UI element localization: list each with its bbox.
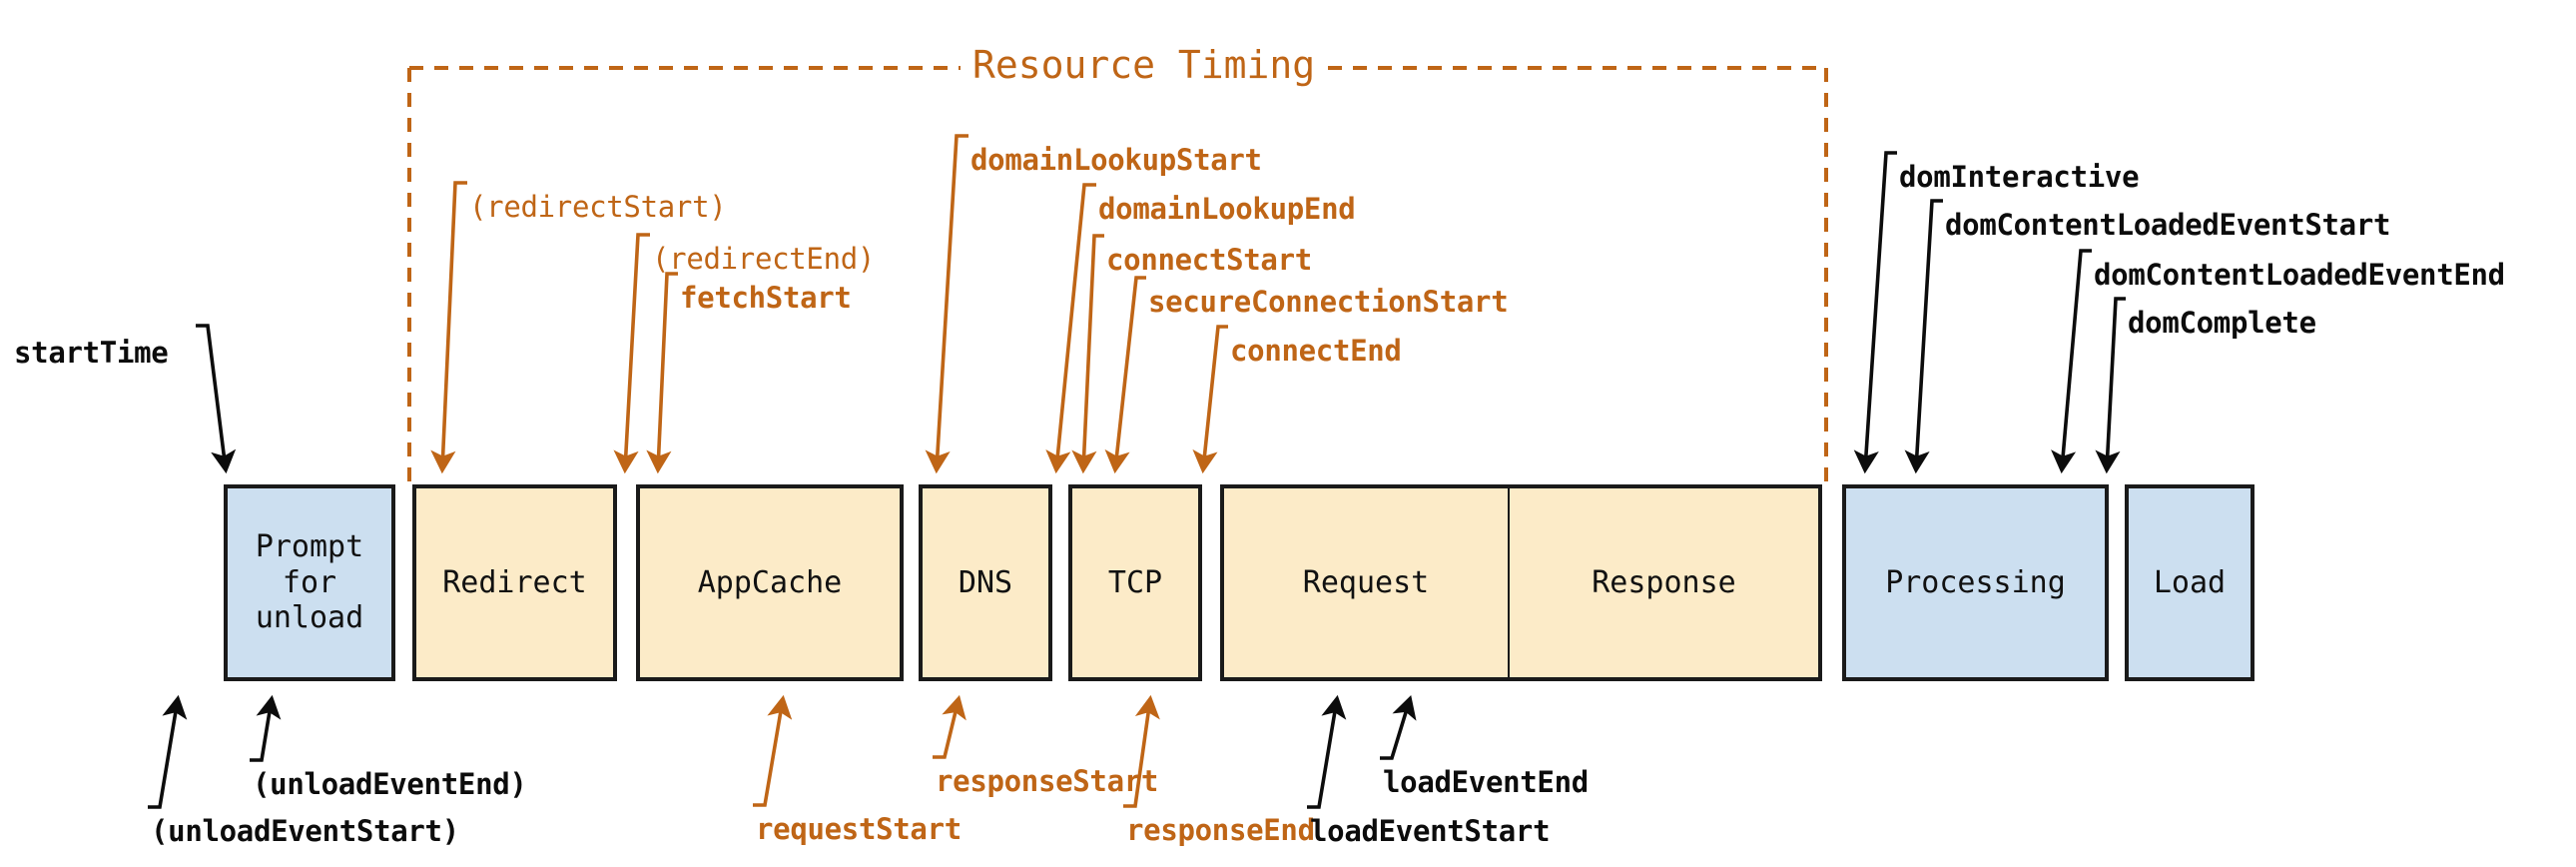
- label-unload-event-end: (unloadEventEnd): [253, 767, 527, 801]
- label-connect-start: connectStart: [1106, 243, 1312, 277]
- resource-timing-bracket: [407, 66, 1828, 489]
- phase-label-request: Request: [1302, 564, 1430, 600]
- label-fetch-start: fetchStart: [680, 281, 852, 315]
- phase-box-load[interactable]: Load: [2125, 484, 2254, 681]
- phase-label-processing: Processing: [1885, 564, 2066, 600]
- top-dark-leaders: [1853, 151, 2126, 474]
- start-time-leader: [196, 324, 237, 474]
- label-load-event-end: loadEventEnd: [1383, 765, 1589, 799]
- phase-box-prompt-for-unload[interactable]: Prompt for unload: [224, 484, 395, 681]
- label-unload-event-start: (unloadEventStart): [151, 814, 459, 848]
- phase-label-response: Response: [1592, 564, 1736, 600]
- label-request-start: requestStart: [756, 812, 962, 846]
- phase-label-appcache: AppCache: [697, 564, 843, 600]
- label-dom-content-loaded-event-start: domContentLoadedEventStart: [1945, 208, 2391, 242]
- label-redirect-start: (redirectStart): [469, 190, 727, 224]
- label-dom-complete: domComplete: [2128, 306, 2316, 340]
- label-start-time: startTime: [14, 336, 169, 370]
- phase-label-dns: DNS: [958, 564, 1013, 600]
- label-dom-content-loaded-event-end: domContentLoadedEventEnd: [2094, 258, 2505, 292]
- top-orange-leaders: [430, 134, 1228, 474]
- phase-box-processing[interactable]: Processing: [1842, 484, 2109, 681]
- phase-box-response[interactable]: Response: [1508, 484, 1822, 681]
- phase-label-prompt-for-unload: Prompt for unload: [255, 529, 364, 636]
- label-redirect-end: (redirectEnd): [652, 242, 876, 276]
- resource-timing-title: Resource Timing: [961, 43, 1328, 87]
- bottom-orange-leaders: [753, 694, 1160, 808]
- label-domain-lookup-end: domainLookupEnd: [1098, 192, 1356, 226]
- label-response-start: responseStart: [936, 764, 1159, 798]
- phase-label-tcp: TCP: [1107, 564, 1163, 600]
- phase-box-tcp[interactable]: TCP: [1068, 484, 1202, 681]
- phase-box-appcache[interactable]: AppCache: [636, 484, 904, 681]
- label-response-end: responseEnd: [1126, 813, 1315, 847]
- phase-label-load: Load: [2153, 564, 2227, 600]
- label-connect-end: connectEnd: [1230, 334, 1402, 368]
- phase-box-dns[interactable]: DNS: [919, 484, 1052, 681]
- label-load-event-start: loadEventStart: [1310, 814, 1551, 848]
- label-domain-lookup-start: domainLookupStart: [970, 143, 1262, 177]
- label-dom-interactive: domInteractive: [1899, 160, 2140, 194]
- phase-box-request[interactable]: Request: [1220, 484, 1510, 681]
- bottom-dark-leaders: [148, 694, 1417, 809]
- label-secure-connection-start: secureConnectionStart: [1148, 285, 1509, 319]
- phase-box-redirect[interactable]: Redirect: [412, 484, 617, 681]
- phase-label-redirect: Redirect: [442, 564, 587, 600]
